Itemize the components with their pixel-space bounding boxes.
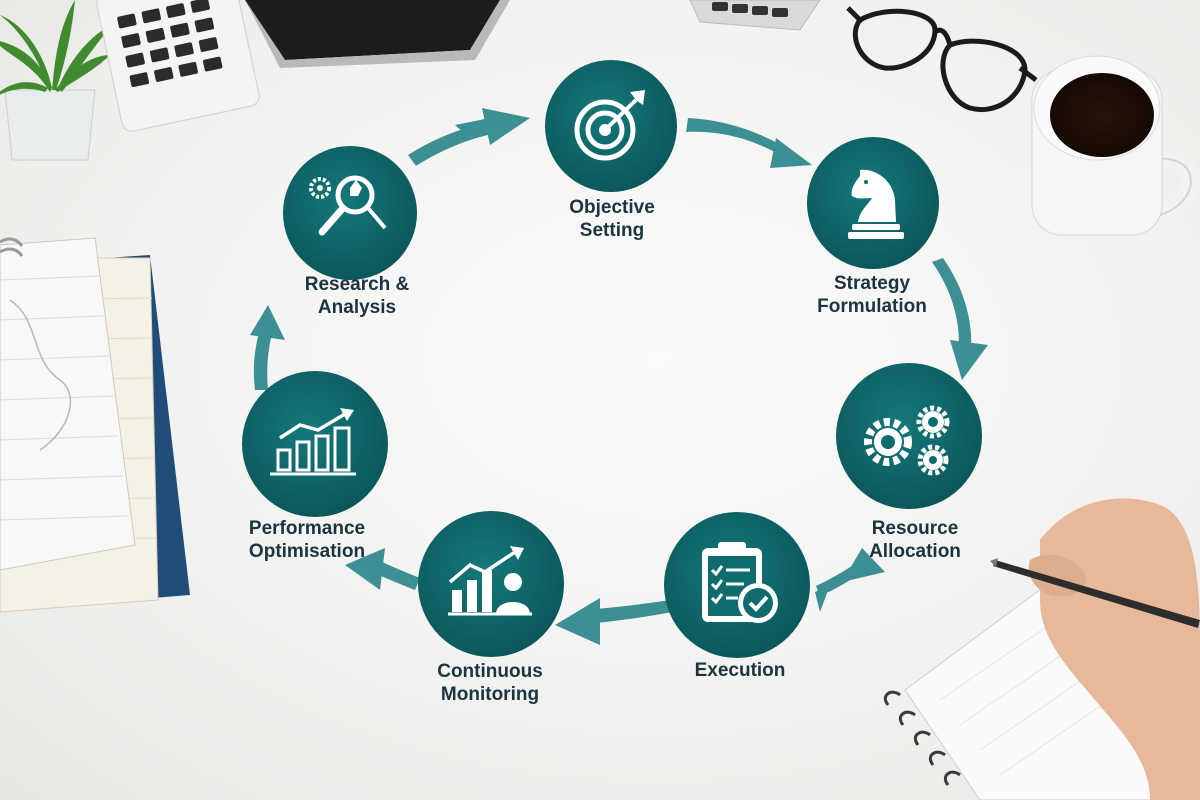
step-label-line2: Setting <box>579 220 645 241</box>
step-label-performance-optimisation: Performance Optimisation <box>249 517 365 563</box>
eyeglasses <box>846 6 1038 112</box>
magnifier-gear-icon <box>309 175 387 236</box>
step-node-continuous-monitoring <box>418 511 564 657</box>
tablet <box>245 0 510 68</box>
step-label-line1: Resource <box>871 518 959 539</box>
arrow-objective-to-strategy <box>686 118 812 168</box>
keyboard <box>689 0 821 31</box>
arrow-strategy-to-resource <box>932 258 988 380</box>
step-label-resource-allocation: Resource Allocation <box>869 517 961 563</box>
step-label-objective-setting: Objective Setting <box>569 196 655 242</box>
step-label-line2: Monitoring <box>440 684 540 705</box>
clipboard-checklist-icon <box>702 542 778 623</box>
step-label-line1: Continuous <box>437 661 543 682</box>
step-node-research-analysis <box>283 146 417 280</box>
step-label-line2: Analysis <box>317 297 397 318</box>
gears-icon <box>864 405 950 476</box>
potted-plant <box>0 0 112 161</box>
step-node-performance-optimisation <box>242 371 388 517</box>
step-label-strategy-formulation: Strategy Formulation <box>817 272 927 318</box>
arrow-optimisation-to-research <box>250 305 285 390</box>
coffee-mug <box>1031 55 1200 236</box>
step-label-line2: Allocation <box>869 541 961 562</box>
arrow-monitoring-to-optimisation <box>345 548 420 590</box>
step-label-line1: Objective <box>569 197 655 218</box>
step-label-execution: Execution <box>695 659 786 682</box>
step-label-line1: Strategy <box>833 273 911 294</box>
step-node-execution <box>664 512 810 658</box>
calculator <box>96 0 260 132</box>
step-node-resource-allocation <box>836 363 982 509</box>
step-node-strategy-formulation <box>807 137 939 269</box>
cycle-arrows <box>250 108 988 645</box>
step-label-line2: Formulation <box>817 296 927 317</box>
arrow-resource-to-execution <box>815 548 885 612</box>
target-arrow-icon <box>574 90 645 161</box>
step-label-line1: Execution <box>694 660 786 681</box>
growth-bar-chart-icon <box>270 408 356 476</box>
step-node-objective-setting <box>545 60 677 192</box>
arrow-research-to-objective <box>408 108 530 166</box>
step-label-line2: Optimisation <box>248 541 366 562</box>
step-label-continuous-monitoring: Continuous Monitoring <box>437 660 543 706</box>
arrow-execution-to-monitoring <box>555 598 672 645</box>
step-label-line1: Research & <box>304 274 410 295</box>
notebook-stack <box>0 237 190 613</box>
chart-person-icon <box>448 546 532 616</box>
hand-with-pen <box>990 498 1200 800</box>
chess-knight-icon <box>848 169 904 239</box>
step-label-line1: Performance <box>248 518 366 539</box>
step-label-research-analysis: Research & Analysis <box>305 273 410 319</box>
